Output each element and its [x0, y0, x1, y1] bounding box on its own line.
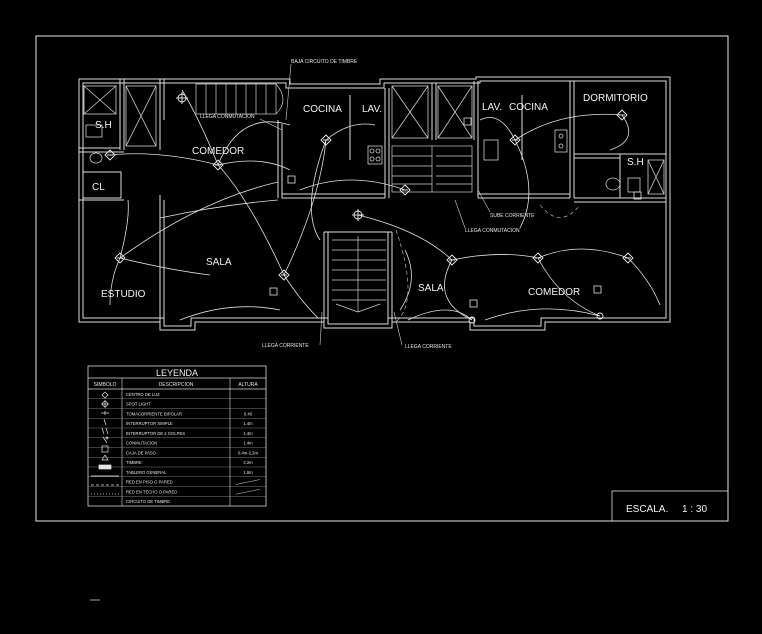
legend-row-description: TOMACORRIENTE BIPOLAR [126, 411, 182, 416]
annotation-leaders [259, 63, 491, 346]
room-label-lav-left: LAV. [362, 104, 382, 115]
legend-row-height: 1.4m [243, 421, 253, 426]
legend-row-mark [235, 489, 261, 495]
legend-row-description: CENTRO DE LUZ [126, 392, 160, 397]
annotations: BAJA CIRCUITO DE TIMBRE LLEGA CONMUTACIO… [200, 59, 535, 350]
legend-header-altura: ALTURA [238, 382, 258, 388]
room-label-comedor-left: COMEDOR [192, 146, 244, 157]
fixtures [85, 124, 641, 193]
legend-row-description: RED EN PISO O PARED [126, 480, 173, 485]
annotation-llega-conmutacion-right: LLEGA CONMUTACION [465, 228, 520, 234]
legend-row-description: RED EN TECHO O PARED [126, 489, 177, 494]
switch-simple-icon [103, 418, 107, 426]
room-label-cl: CL [92, 182, 105, 193]
legend-row-description: TIMBRE [126, 460, 142, 465]
light-center-icon [101, 391, 109, 399]
legend-title: LEYENDA [156, 368, 198, 378]
legend-row-description: INTERRUPTOR SIMPLE [126, 421, 173, 426]
room-label-sh-right: S.H [627, 157, 644, 168]
annotation-llega-conmutacion-top: LLEGA CONMUTACION [200, 114, 255, 120]
room-label-lav-right: LAV. [482, 102, 502, 113]
legend-row-height: 1.4m [243, 441, 253, 446]
outlet-icon [101, 411, 109, 415]
room-label-dormitorio: DORMITORIO [583, 93, 648, 104]
legend-row-description: CAJA DE PASO [126, 450, 157, 455]
room-label-sh-left: S.H [95, 120, 112, 131]
room-label-sala-right: SALA [418, 283, 444, 294]
room-label-estudio: ESTUDIO [101, 289, 146, 300]
annotation-llega-corriente-right: LLEGA CORRIENTE [405, 344, 452, 350]
room-label-sala-left: SALA [206, 257, 232, 268]
legend-row-height: 0.40 [244, 411, 253, 416]
shafts [83, 85, 665, 195]
annotation-sube-corriente: SUBE CORRIENTE [490, 213, 535, 219]
light-centers [104, 92, 634, 324]
room-label-cocina-left: COCINA [303, 104, 342, 115]
legend-header-descripcion: DESCRIPCION [159, 382, 194, 388]
panel-icon [98, 464, 112, 470]
bell-circuit [159, 204, 581, 323]
legend-row-description: SPOT LIGHT [126, 402, 151, 407]
legend-row-mark [235, 479, 261, 485]
junction-boxes [269, 117, 642, 308]
room-label-comedor-right: COMEDOR [528, 287, 580, 298]
annotation-llega-corriente-left: LLEGA CORRIENTE [262, 343, 309, 349]
legend-row-height: 0.4m-2.2m [238, 450, 259, 455]
scale-label: ESCALA. [626, 504, 668, 515]
drawing-frame [35, 35, 729, 522]
scale-value: 1 : 30 [682, 504, 707, 515]
legend-row-height: 2.2m [243, 460, 253, 465]
legend: LEYENDA SIMBOLO DESCRIPCION ALTURA CENTR… [87, 365, 267, 507]
switch-conmutation-icon [102, 436, 109, 444]
stairs [195, 83, 473, 313]
legend-row-height: 1.4m [243, 431, 253, 436]
junction-box-icon [101, 445, 109, 453]
legend-row-description: INTERRUPTOR DE 2 GOLPES [126, 431, 185, 436]
legend-header-simbolo: SIMBOLO [94, 382, 117, 388]
legend-symbols [91, 391, 119, 495]
wiring [109, 89, 661, 321]
legend-row-description: CIRCUITO DE TIMBRE [126, 499, 170, 504]
room-labels: S.H COMEDOR CL SALA ESTUDIO COCINA LAV. … [92, 93, 648, 300]
bell-icon [101, 454, 109, 461]
legend-row-description: TABLERO GENERAL [126, 470, 167, 475]
spot-light-icon [101, 400, 109, 408]
legend-row-height: 1.8m [243, 470, 253, 475]
legend-row-description: CONMUTACION [126, 441, 157, 446]
room-label-cocina-right: COCINA [509, 102, 548, 113]
scale-box: ESCALA. 1 : 30 [611, 490, 729, 522]
annotation-baja-circuito: BAJA CIRCUITO DE TIMBRE [291, 59, 358, 65]
legend-rows: CENTRO DE LUZ SPOT LIGHT TOMACORRIENTE BIP… [88, 392, 266, 507]
switch-double-icon [101, 427, 109, 435]
